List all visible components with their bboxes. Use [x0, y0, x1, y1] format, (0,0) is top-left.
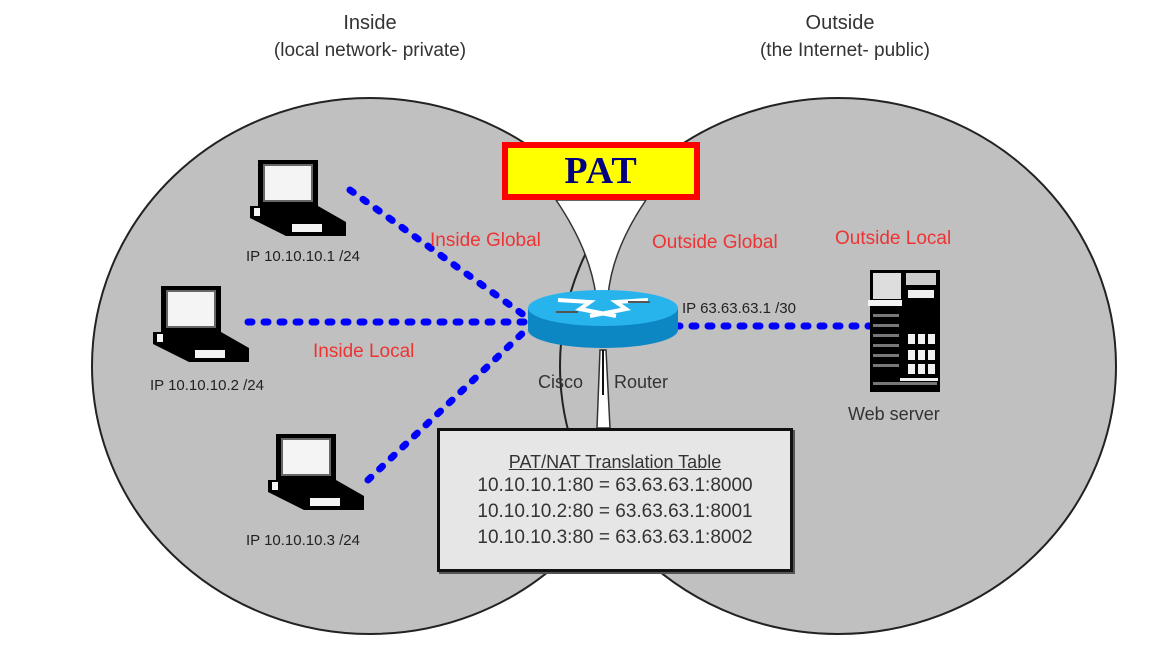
translation-table: PAT/NAT Translation Table 10.10.10.1:80 …	[437, 428, 793, 572]
pat-title: PAT	[564, 150, 638, 192]
router-outside-ip: IP 63.63.63.1 /30	[682, 300, 796, 317]
host3-ip: IP 10.10.10.3 /24	[246, 532, 360, 549]
outside-zone-title: Outside	[805, 12, 875, 34]
link-host3	[364, 324, 532, 484]
translation-row: 10.10.10.2:80 = 63.63.63.1:8001	[477, 501, 753, 522]
router-label-left: Cisco	[538, 372, 584, 392]
link-host1	[346, 186, 532, 322]
translation-row: 10.10.10.1:80 = 63.63.63.1:8000	[477, 475, 753, 496]
server-icon	[868, 270, 940, 392]
host2-ip: IP 10.10.10.2 /24	[150, 377, 264, 394]
pat-banner: PAT	[502, 142, 700, 200]
inside-zone-subtitle: (local network- private)	[273, 40, 467, 61]
translation-row: 10.10.10.3:80 = 63.63.63.1:8002	[477, 527, 753, 548]
outside-local-label: Outside Local	[835, 228, 952, 249]
router-label-right: Router	[614, 372, 669, 392]
inside-zone-title: Inside	[343, 12, 397, 34]
inside-global-label: Inside Global	[430, 230, 541, 251]
server-label: Web server	[848, 404, 940, 424]
outside-global-label: Outside Global	[652, 232, 778, 253]
host1-ip: IP 10.10.10.1 /24	[246, 248, 360, 265]
outside-zone-subtitle: (the Internet- public)	[759, 40, 931, 61]
router-icon	[528, 290, 678, 348]
laptop-icon	[250, 160, 346, 236]
inside-local-label: Inside Local	[313, 341, 415, 362]
translation-table-title: PAT/NAT Translation Table	[508, 452, 722, 472]
